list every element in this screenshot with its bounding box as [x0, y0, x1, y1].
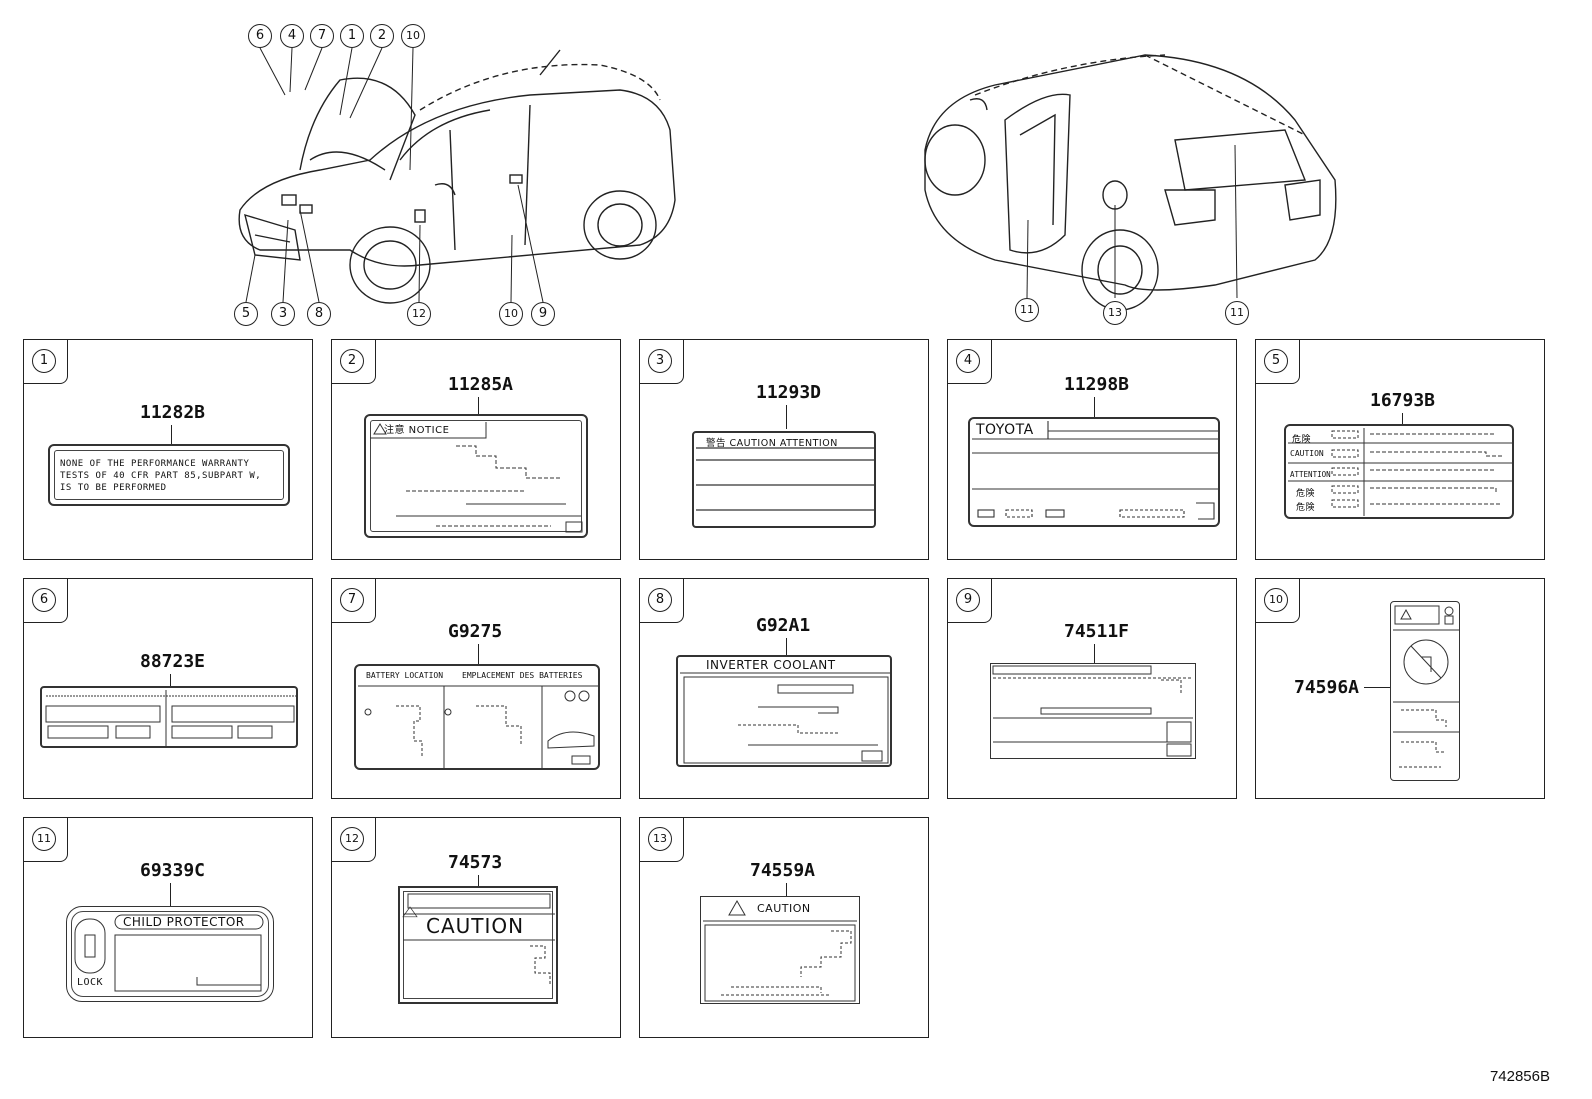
- panel-7: 7 G9275 BATTERY LOCATION EMPLACEMENT DES…: [331, 578, 621, 799]
- panel-13: 13 74559A CAUTION: [639, 817, 929, 1038]
- label-74596a: [1390, 601, 1460, 781]
- panel-6: 6 88723E: [23, 578, 313, 799]
- panel-1: 1 11282B NONE OF THE PERFORMANCE WARRANT…: [23, 339, 313, 560]
- inverter-lines: [680, 672, 890, 764]
- label-toyota: TOYOTA: [968, 417, 1220, 527]
- panel-4: 4 11298B TOYOTA: [947, 339, 1237, 560]
- battery-lines: [358, 685, 598, 768]
- callout-11-right: 11: [1225, 301, 1249, 325]
- part-number: G92A1: [756, 615, 811, 636]
- part-number: 74559A: [750, 860, 816, 881]
- child-protector-lines: [74, 914, 264, 992]
- callout-12: 12: [407, 302, 431, 326]
- panel-2: 2 11285A 注意 NOTICE: [331, 339, 621, 560]
- caution-lines: [696, 447, 874, 511]
- callout-1: 1: [340, 24, 364, 48]
- panel-number: 4: [956, 349, 980, 373]
- part-number: 74596A: [1294, 677, 1360, 698]
- callout-3: 3: [271, 302, 295, 326]
- callout-4: 4: [280, 24, 304, 48]
- part-number: 16793B: [1370, 390, 1436, 411]
- panel-5: 5 16793B 危険 CAUTION ATTENTION 危険 危険: [1255, 339, 1545, 560]
- panel-11: 11 69339C CHILD PROTECTOR LOCK: [23, 817, 313, 1038]
- label-caution-attention: 警告 CAUTION ATTENTION: [692, 431, 876, 528]
- label-9-lines: [992, 665, 1193, 757]
- callout-10-top: 10: [401, 24, 425, 48]
- part-number: 11285A: [448, 374, 514, 395]
- callout-6: 6: [248, 24, 272, 48]
- part-number: 11282B: [140, 402, 206, 423]
- label-danger-caution: 危険 CAUTION ATTENTION 危険 危険: [1284, 424, 1514, 519]
- toyota-lines: [972, 421, 1218, 520]
- part-number: 74511F: [1064, 621, 1130, 642]
- callout-13: 13: [1103, 301, 1127, 325]
- panel-number: 10: [1264, 588, 1288, 612]
- diagram-code: 742856B: [1489, 1068, 1550, 1085]
- panel-number: 8: [648, 588, 672, 612]
- label-12-lines: [402, 893, 555, 986]
- label-multilang: [40, 686, 298, 748]
- panel-number: 11: [32, 827, 56, 851]
- front-car-drawing: [238, 47, 676, 304]
- panel-9: 9 74511F: [947, 578, 1237, 799]
- callout-11-left: 11: [1015, 298, 1039, 322]
- label-74511f: [990, 663, 1196, 759]
- label-notice: 注意 NOTICE: [364, 414, 588, 538]
- front-car-illustration: [200, 20, 700, 330]
- panel-number: 9: [956, 588, 980, 612]
- panel-3: 3 11293D 警告 CAUTION ATTENTION: [639, 339, 929, 560]
- label-battery-location: BATTERY LOCATION EMPLACEMENT DES BATTERI…: [354, 664, 600, 770]
- label-warranty: NONE OF THE PERFORMANCE WARRANTY TESTS O…: [48, 444, 290, 506]
- rear-car-illustration: [915, 40, 1345, 330]
- callout-2: 2: [370, 24, 394, 48]
- panel-12: 12 74573 CAUTION: [331, 817, 621, 1038]
- callout-5: 5: [234, 302, 258, 326]
- part-number: 69339C: [140, 860, 206, 881]
- label-child-protector: CHILD PROTECTOR LOCK: [66, 906, 274, 1002]
- callout-9: 9: [531, 302, 555, 326]
- notice-lines: [370, 422, 583, 533]
- multilang-lines: [45, 690, 296, 746]
- part-number: 74573: [448, 852, 503, 873]
- panel-8: 8 G92A1 INVERTER COOLANT: [639, 578, 929, 799]
- callout-7: 7: [310, 24, 334, 48]
- panel-number: 5: [1264, 349, 1288, 373]
- callout-10-bottom: 10: [499, 302, 523, 326]
- label-13-lines: [703, 899, 857, 1002]
- panel-number: 12: [340, 827, 364, 851]
- rear-car-drawing: [924, 54, 1337, 311]
- label-10-drawing: [1393, 605, 1459, 768]
- panel-number: 13: [648, 827, 672, 851]
- panel-10: 10 74596A: [1255, 578, 1545, 799]
- part-number: 11298B: [1064, 374, 1130, 395]
- panel-number: 3: [648, 349, 672, 373]
- part-number: 88723E: [140, 651, 206, 672]
- danger-lines: [1288, 428, 1512, 516]
- panel-number: 6: [32, 588, 56, 612]
- callout-8: 8: [307, 302, 331, 326]
- panel-number: 7: [340, 588, 364, 612]
- part-number: G9275: [448, 621, 503, 642]
- label-74559a: CAUTION: [700, 896, 860, 1004]
- panel-number: 2: [340, 349, 364, 373]
- panel-number: 1: [32, 349, 56, 373]
- part-number: 11293D: [756, 382, 822, 403]
- label-74573: CAUTION: [398, 886, 558, 1004]
- label-inverter-coolant: INVERTER COOLANT: [676, 655, 892, 767]
